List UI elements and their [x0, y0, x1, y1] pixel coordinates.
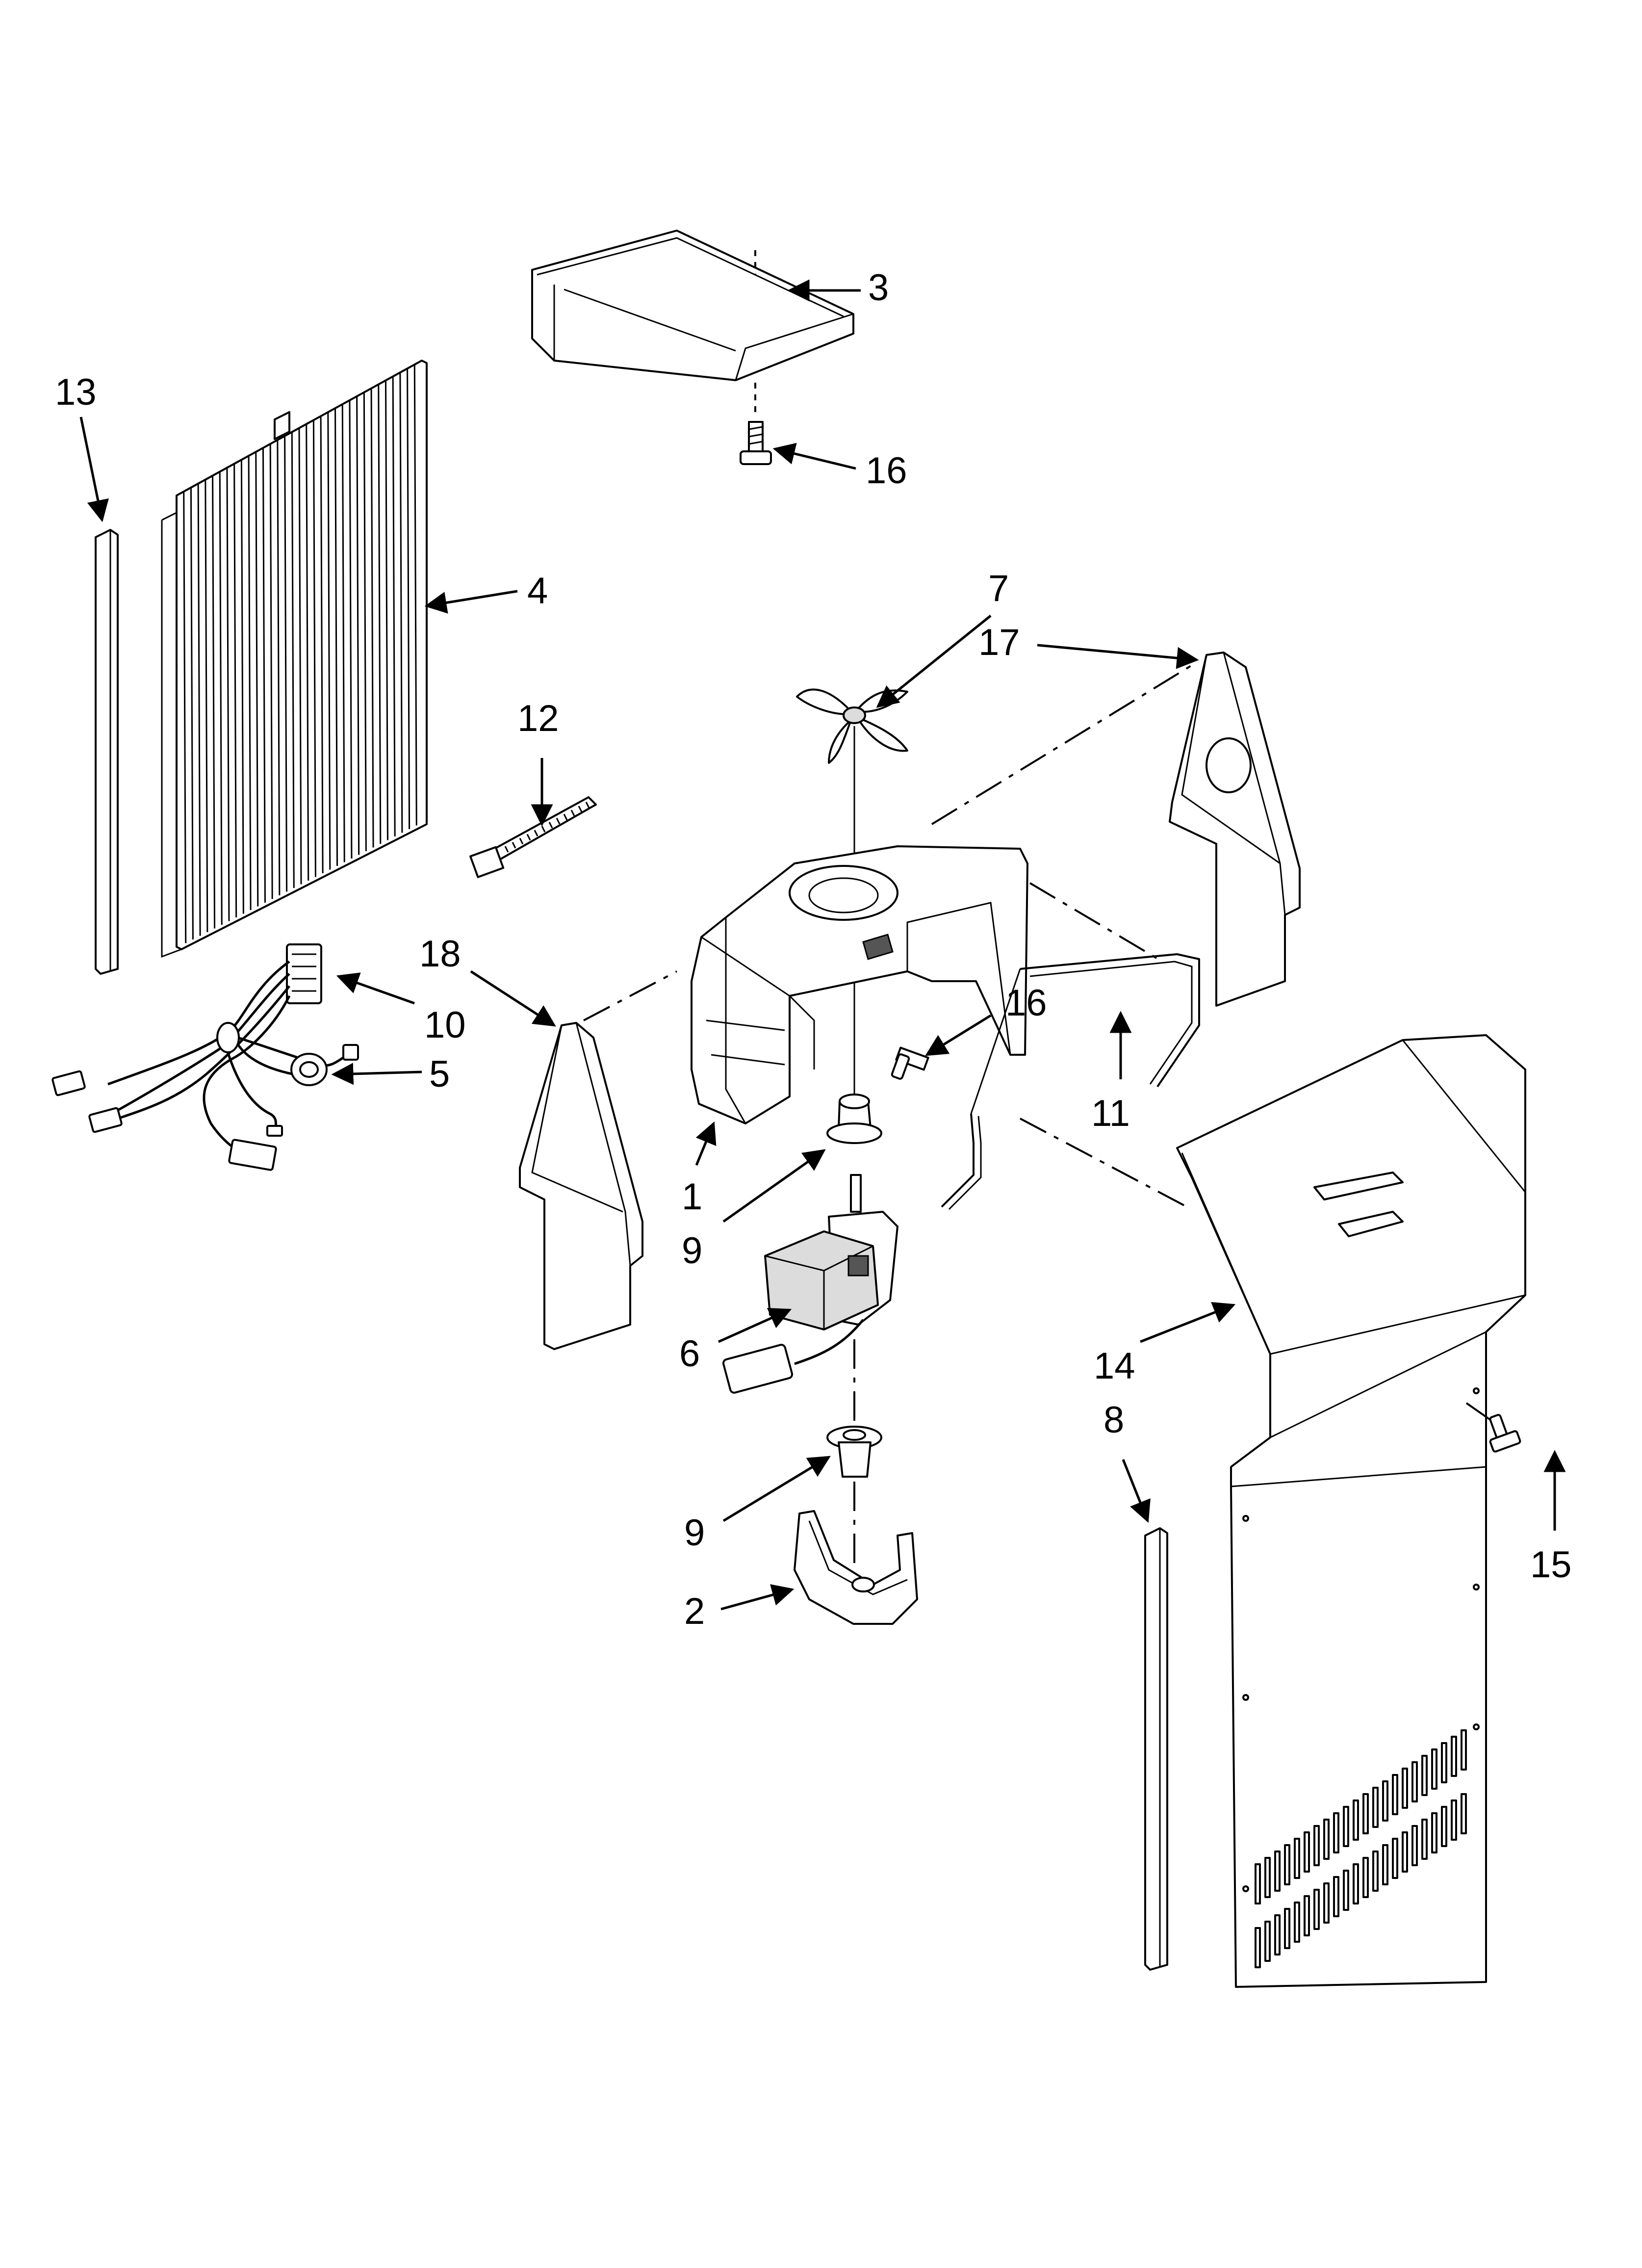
leader-lines: [79, 279, 1566, 1611]
part-16-screw-middle: [891, 1046, 929, 1080]
callout-11: 11: [1091, 1093, 1130, 1134]
part-14-rear-cover: [1176, 1034, 1526, 1988]
callout-15: 15: [1530, 1544, 1572, 1586]
callout-4: 4: [527, 570, 548, 612]
callout-16-middle: 16: [1005, 982, 1047, 1024]
callout-13: 13: [55, 371, 97, 413]
callout-1: 1: [682, 1176, 702, 1218]
part-13-strip: [95, 529, 119, 975]
callout-18: 18: [419, 933, 461, 975]
part-4-panel: [161, 360, 428, 958]
part-17-panel: [1169, 652, 1301, 1007]
part-5-grommet: [290, 1053, 328, 1086]
callout-10: 10: [424, 1004, 466, 1046]
part-1-fan-housing: [691, 845, 1028, 1124]
part-11-wire-bracket: [941, 953, 1200, 1210]
part-12-cable-tie: [469, 796, 597, 878]
part-2-motor-bracket: [794, 1482, 918, 1625]
callout-labels: 3 13 16 4 7 17 12 18 16 10 5 11 1 9 6 14…: [55, 267, 1572, 1632]
part-15-screw: [1489, 1414, 1521, 1453]
callout-3: 3: [868, 267, 889, 309]
part-16-screw-top: [740, 421, 772, 465]
callout-12: 12: [517, 698, 559, 739]
part-7-fan-blade: [796, 688, 908, 764]
part-3-top-cover: [531, 230, 854, 417]
callout-9-lower: 9: [684, 1512, 705, 1554]
callout-6: 6: [679, 1333, 700, 1375]
callout-9-upper: 9: [682, 1230, 702, 1272]
callout-5: 5: [429, 1053, 450, 1095]
part-8-strip: [1144, 1527, 1168, 1971]
callout-14: 14: [1094, 1345, 1135, 1387]
callout-7: 7: [988, 568, 1009, 609]
part-10-wire-harness: [51, 943, 359, 1171]
callout-16-top: 16: [866, 450, 907, 492]
callout-8: 8: [1103, 1399, 1124, 1441]
part-9-bushing-lower: [826, 1426, 882, 1478]
callout-17: 17: [978, 622, 1020, 663]
callout-2: 2: [684, 1590, 705, 1632]
part-18-panel: [519, 1022, 643, 1350]
part-6-fan-motor: [722, 1174, 898, 1428]
part-9-bushing-upper: [826, 1094, 882, 1144]
